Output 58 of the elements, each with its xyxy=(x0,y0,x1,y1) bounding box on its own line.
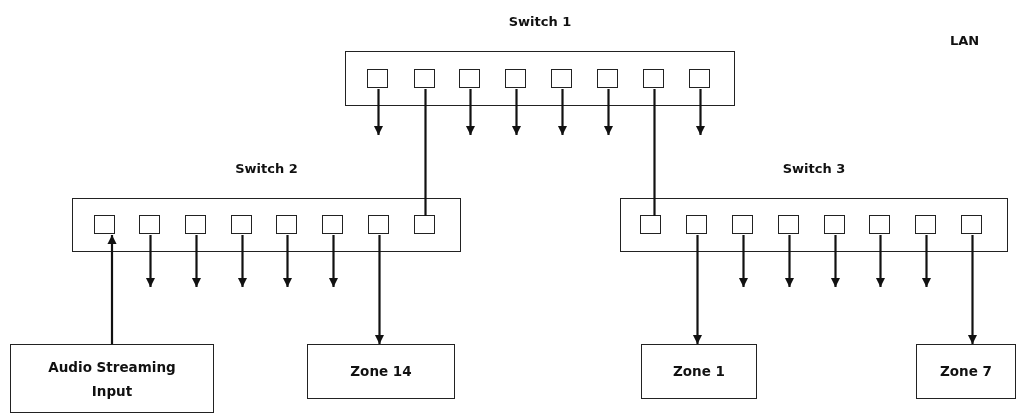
zone-box xyxy=(641,344,757,399)
port-box xyxy=(368,215,390,235)
box-label: Audio Streaming Input xyxy=(47,358,177,401)
zone-box xyxy=(307,344,455,399)
arrow xyxy=(830,235,840,288)
port-box xyxy=(414,69,436,89)
port-box xyxy=(640,215,662,235)
arrow xyxy=(328,235,338,288)
port-box xyxy=(778,215,800,235)
arrow xyxy=(557,89,567,136)
port-box xyxy=(643,69,665,89)
port-box xyxy=(367,69,389,89)
arrow xyxy=(191,235,201,288)
arrow xyxy=(465,89,475,136)
switch-label: Switch 2 xyxy=(235,161,298,176)
switch-label: Switch 1 xyxy=(508,14,572,29)
arrow xyxy=(695,89,705,136)
port-box xyxy=(139,215,161,235)
arrow xyxy=(237,235,247,288)
arrow xyxy=(373,89,383,136)
port-box xyxy=(276,215,298,235)
port-box xyxy=(414,215,436,235)
arrow xyxy=(692,235,702,345)
port-box xyxy=(551,69,573,89)
port-box xyxy=(869,215,891,235)
arrow xyxy=(967,235,977,345)
arrow xyxy=(107,234,117,344)
box-label: Zone 1 xyxy=(672,362,726,381)
connector-line xyxy=(653,89,656,216)
port-box xyxy=(686,215,708,235)
arrow xyxy=(374,235,384,345)
port-box xyxy=(231,215,253,235)
zone-box xyxy=(916,344,1016,399)
port-box xyxy=(505,69,527,89)
port-box xyxy=(94,215,116,235)
port-box xyxy=(961,215,983,235)
arrow xyxy=(145,235,155,288)
switch-label: Switch 3 xyxy=(782,161,846,176)
arrow xyxy=(875,235,885,288)
box-label: Zone 7 xyxy=(939,362,993,381)
connector-line xyxy=(424,89,427,216)
arrow xyxy=(738,235,748,288)
arrow xyxy=(511,89,521,136)
port-box xyxy=(322,215,344,235)
input-box xyxy=(10,344,214,413)
arrow xyxy=(603,89,613,136)
port-box xyxy=(689,69,711,89)
port-box xyxy=(185,215,207,235)
port-box xyxy=(915,215,937,235)
box-label: Zone 14 xyxy=(349,362,413,381)
port-box xyxy=(459,69,481,89)
arrow xyxy=(784,235,794,288)
arrow xyxy=(921,235,931,288)
port-box xyxy=(824,215,846,235)
arrow xyxy=(282,235,292,288)
port-box xyxy=(597,69,619,89)
network-label: LAN xyxy=(950,33,980,48)
port-box xyxy=(732,215,754,235)
